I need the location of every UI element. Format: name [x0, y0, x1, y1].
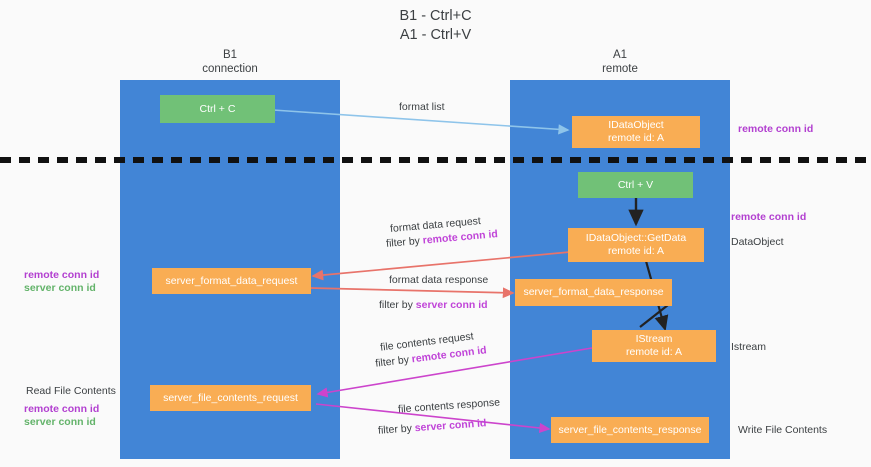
column-heading-b1: B1 connection: [202, 49, 258, 75]
annotation-left-bottom-server-conn-id: server conn id: [24, 416, 96, 428]
annotation-remote-conn-id-mid: remote conn id: [731, 211, 807, 223]
node-server-file-contents-response[interactable]: server_file_contents_response: [551, 417, 709, 443]
annotation-write-file-contents: Write File Contents: [738, 424, 828, 436]
annotation-istream: Istream: [731, 341, 767, 353]
filter-key: server conn id: [415, 299, 488, 311]
edge-label-file-contents-response-filter: filter by server conn id: [378, 417, 487, 438]
annotation-left-server-conn-id: server conn id: [24, 282, 96, 294]
node-idataobject-getdata[interactable]: IDataObject::GetData remote id: A: [568, 228, 704, 262]
annotation-read-file-contents: Read File Contents: [26, 385, 116, 397]
node-server-file-contents-request[interactable]: server_file_contents_request: [150, 385, 311, 411]
node-istream[interactable]: IStream remote id: A: [592, 330, 716, 362]
filter-prefix: filter by: [374, 353, 413, 370]
node-idataobject-register[interactable]: IDataObject remote id: A: [572, 116, 700, 148]
filter-prefix: filter by: [385, 234, 424, 250]
node-server-format-data-request[interactable]: server_format_data_request: [152, 268, 311, 294]
annotation-remote-conn-id-top: remote conn id: [738, 123, 814, 135]
node-ctrl-c[interactable]: Ctrl + C: [160, 95, 275, 123]
edge-label-format-data-response-filter: filter by server conn id: [379, 299, 488, 313]
divider-dashed-line: [0, 157, 871, 163]
edge-label-file-contents-response: file contents response: [397, 396, 501, 416]
node-server-format-data-response[interactable]: server_format_data_response: [515, 279, 672, 306]
filter-key: server conn id: [414, 417, 487, 435]
annotation-dataobject: DataObject: [731, 236, 784, 248]
edge-label-format-list: format list: [399, 101, 445, 113]
filter-prefix: filter by: [377, 422, 416, 437]
annotation-left-bottom-remote-conn-id: remote conn id: [24, 403, 100, 415]
filter-prefix: filter by: [379, 299, 416, 311]
edge-label-format-data-response: format data response: [389, 274, 489, 286]
node-ctrl-v[interactable]: Ctrl + V: [578, 172, 693, 198]
edge-format-data-response: [310, 287, 515, 299]
annotation-left-remote-conn-id: remote conn id: [24, 269, 100, 281]
column-heading-a1: A1 remote: [602, 49, 638, 75]
page-title: B1 - Ctrl+C A1 - Ctrl+V: [399, 8, 472, 43]
